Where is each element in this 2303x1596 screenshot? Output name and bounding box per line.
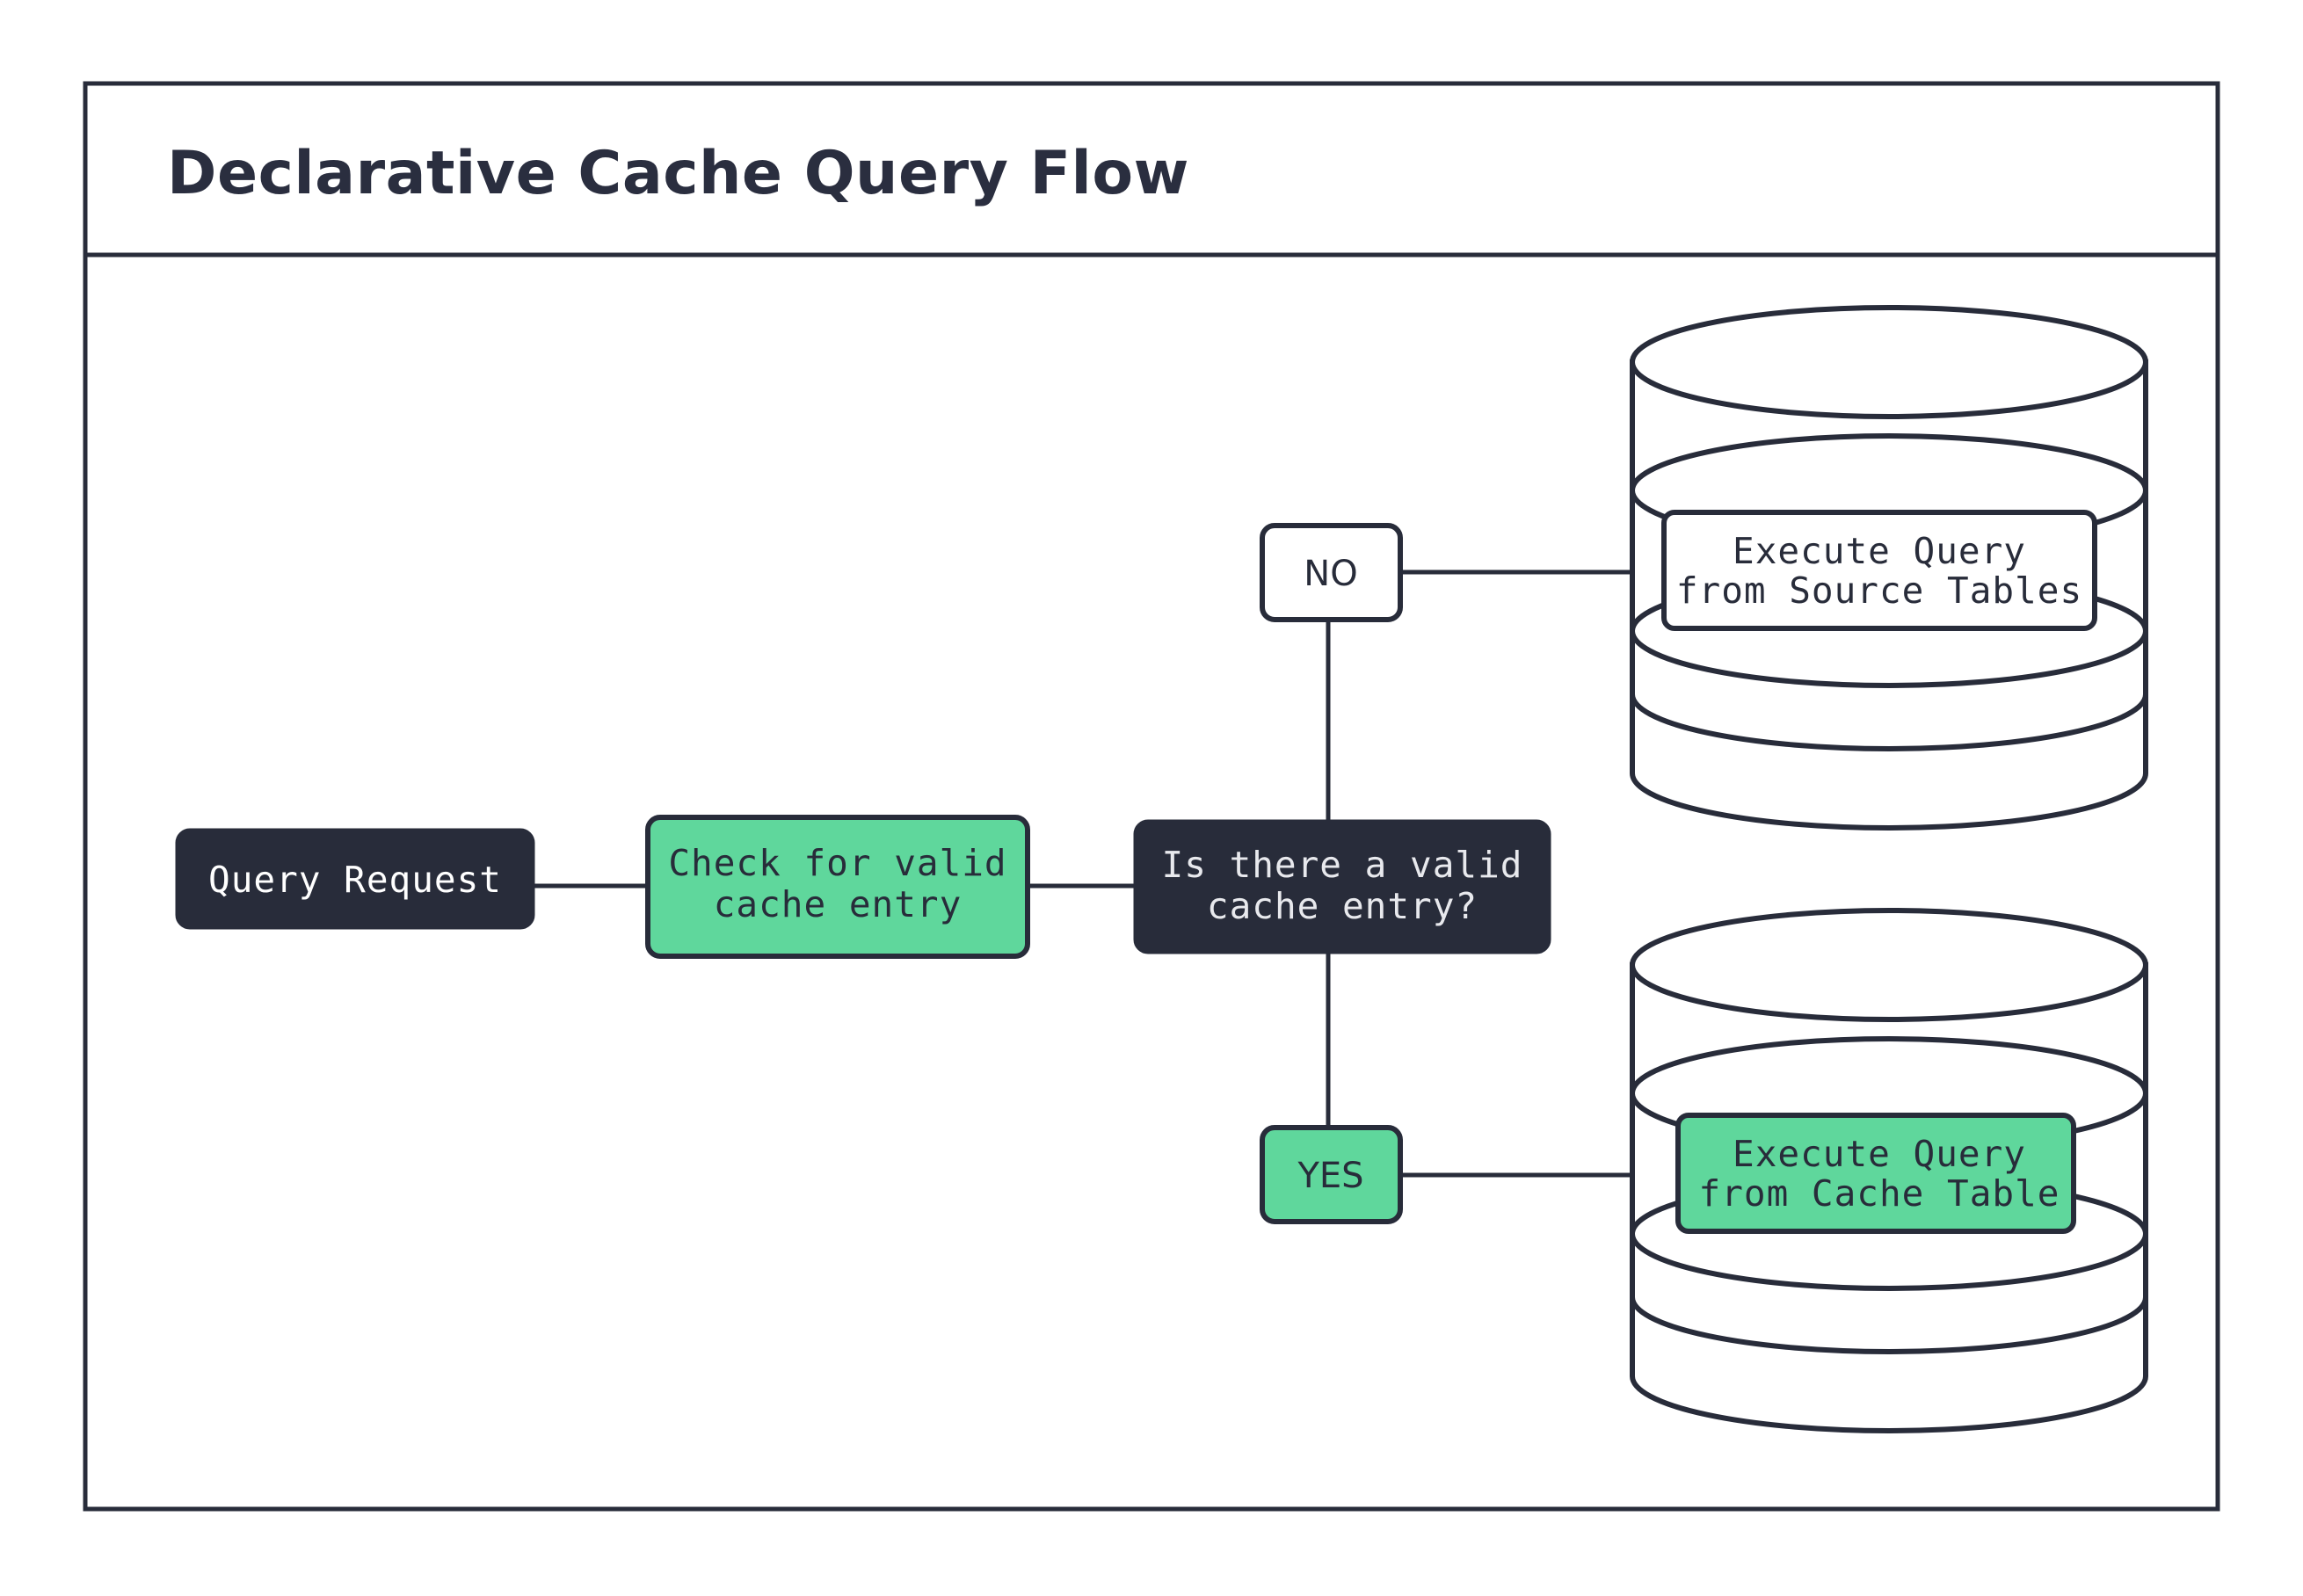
branch-yes-label: YES [1297, 1156, 1363, 1196]
branch-yes-box [1260, 1125, 1403, 1224]
check-cache-label-line1: Check for valid [668, 842, 1006, 884]
check-cache-node[interactable]: Check for valid cache entry [645, 815, 1030, 959]
branch-yes-node[interactable]: YES [1260, 1125, 1403, 1224]
decision-label-line1: Is there a valid [1162, 844, 1523, 886]
source-db-disc-arc-2 [1630, 630, 2148, 688]
edge-group [527, 569, 1635, 1178]
source-db-disc-arc-1b [1630, 433, 2148, 491]
branch-no-node[interactable]: NO [1260, 523, 1403, 622]
query-request-box [175, 828, 535, 930]
source-db-top-disc [1630, 305, 2148, 419]
cache-db-disc-arc-1b [1630, 1036, 2148, 1094]
cache-database-node[interactable]: Execute Query from Cache Table [1630, 908, 2148, 1433]
cache-db-label-line2: from Cache Table [1699, 1172, 2060, 1215]
cache-db-disc-arc-3 [1630, 1296, 2148, 1354]
source-db-label-line2: from Source Tables [1676, 569, 2082, 612]
source-db-label-line1: Execute Query [1733, 530, 2026, 572]
source-db-label-box [1661, 510, 2097, 631]
branch-no-box [1260, 523, 1403, 622]
cache-db-disc-arc-2 [1630, 1233, 2148, 1291]
check-cache-box [645, 815, 1030, 959]
check-cache-label-line2: cache entry [714, 883, 963, 925]
source-db-disc-arc-3 [1630, 693, 2148, 751]
cache-db-label-box [1675, 1113, 2076, 1234]
query-request-label: Query Request [208, 859, 502, 901]
source-database-node[interactable]: Execute Query from Source Tables [1630, 305, 2148, 831]
cache-db-label-line1: Execute Query [1733, 1133, 2026, 1175]
decision-node[interactable]: Is there a valid cache entry? [1133, 819, 1551, 954]
decision-label-line2: cache entry? [1207, 885, 1478, 927]
decision-box [1133, 819, 1551, 954]
branch-no-label: NO [1304, 554, 1357, 594]
page-title: Declarative Cache Query Flow [167, 139, 1189, 208]
query-request-node[interactable]: Query Request [175, 828, 535, 930]
cache-db-top-disc [1630, 908, 2148, 1022]
